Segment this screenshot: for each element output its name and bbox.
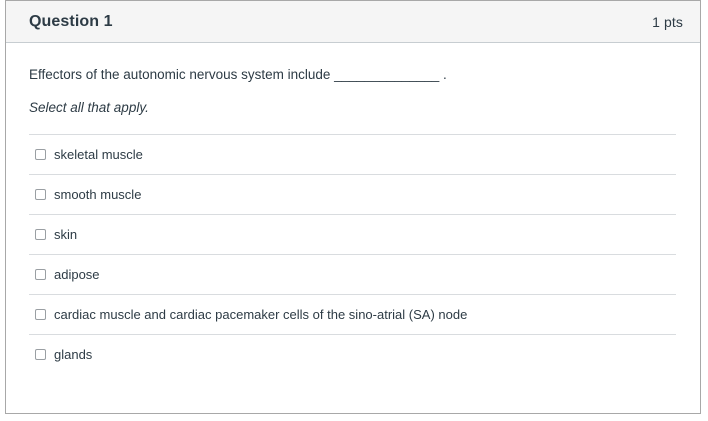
question-text-area: Effectors of the autonomic nervous syste… (6, 43, 700, 117)
answer-option-row[interactable]: cardiac muscle and cardiac pacemaker cel… (29, 294, 676, 334)
question-body: Effectors of the autonomic nervous syste… (6, 43, 700, 374)
answer-option-row[interactable]: skin (29, 214, 676, 254)
question-card: Question 1 1 pts Effectors of the autono… (5, 0, 701, 414)
checkbox-icon[interactable] (35, 309, 46, 321)
checkbox-icon[interactable] (35, 189, 46, 201)
question-points: 1 pts (652, 13, 683, 30)
answer-option-label[interactable]: smooth muscle (54, 186, 142, 202)
checkbox-icon[interactable] (35, 269, 46, 281)
question-header: Question 1 1 pts (6, 1, 700, 43)
question-prompt: Effectors of the autonomic nervous syste… (29, 67, 447, 82)
answer-options-list: skeletal muscle smooth muscle skin adipo… (6, 134, 700, 374)
answer-option-label[interactable]: skin (54, 226, 78, 242)
answer-option-row[interactable]: smooth muscle (29, 174, 676, 214)
answer-option-row[interactable]: adipose (29, 254, 676, 294)
answer-option-label[interactable]: cardiac muscle and cardiac pacemaker cel… (54, 306, 468, 322)
question-title: Question 1 (29, 12, 113, 30)
answer-option-label[interactable]: adipose (54, 266, 100, 282)
answer-option-row[interactable]: glands (29, 334, 676, 374)
checkbox-icon[interactable] (35, 229, 46, 241)
checkbox-icon[interactable] (35, 349, 46, 361)
checkbox-icon[interactable] (35, 149, 46, 161)
answer-option-label[interactable]: skeletal muscle (54, 146, 143, 162)
answer-option-row[interactable]: skeletal muscle (29, 134, 676, 174)
answer-option-label[interactable]: glands (54, 346, 93, 362)
question-instruction: Select all that apply. (29, 99, 149, 115)
